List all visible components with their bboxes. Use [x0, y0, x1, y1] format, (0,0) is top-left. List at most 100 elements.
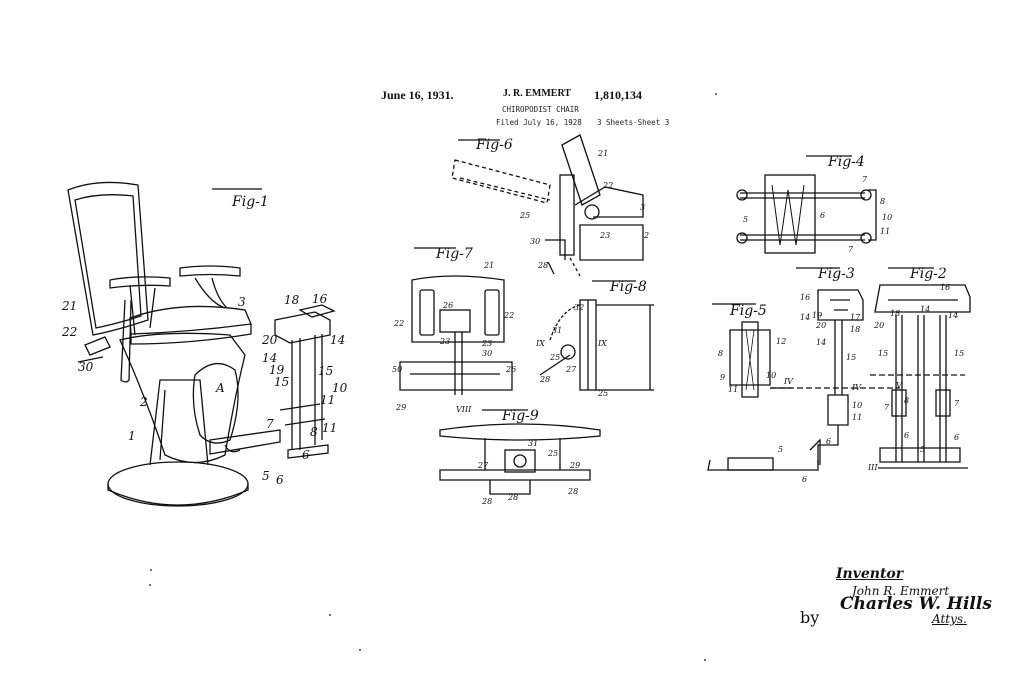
- svg-text:12: 12: [776, 337, 786, 346]
- svg-text:14: 14: [800, 313, 810, 322]
- svg-text:6: 6: [954, 433, 959, 442]
- fig9-label: Fig-9: [501, 408, 539, 424]
- svg-text:11: 11: [728, 385, 738, 394]
- svg-text:IX: IX: [597, 339, 607, 348]
- figure-4-drawing: Fig-4 7 8 10 11 5 6 7: [736, 154, 892, 254]
- attorneys-label: Attys.: [932, 612, 967, 626]
- svg-text:5: 5: [920, 445, 925, 454]
- svg-text:16: 16: [312, 292, 328, 306]
- figure-9-drawing: Fig-9 31 25 27 29 28 28 28: [439, 408, 601, 506]
- by-label: by: [800, 608, 820, 627]
- svg-text:21: 21: [61, 299, 77, 313]
- svg-text:9: 9: [720, 373, 725, 382]
- svg-text:3: 3: [238, 295, 246, 309]
- svg-text:32: 32: [574, 303, 584, 312]
- svg-text:10: 10: [332, 381, 348, 395]
- svg-text:10: 10: [766, 371, 776, 380]
- svg-text:23: 23: [599, 231, 610, 240]
- svg-text:20: 20: [261, 333, 278, 347]
- fig1-label: Fig-1: [231, 194, 269, 210]
- fig7-label: Fig-7: [435, 246, 473, 262]
- svg-text:25: 25: [597, 389, 608, 398]
- svg-text:7: 7: [884, 403, 890, 412]
- svg-text:2: 2: [643, 231, 649, 240]
- svg-text:16: 16: [800, 293, 810, 302]
- fig5-label: Fig-5: [729, 303, 767, 319]
- svg-text:7: 7: [954, 399, 960, 408]
- svg-text:6: 6: [904, 431, 909, 440]
- patent-date: June 16, 1931.: [381, 88, 454, 102]
- figure-2-drawing: Fig-2 16 18 14 14 20 15 15 V: [867, 266, 971, 472]
- svg-text:22: 22: [61, 325, 77, 339]
- svg-text:11: 11: [320, 393, 335, 407]
- figure-7-drawing: Fig-7 21 22 22 26 23 23 30 50 26 29 VIII: [392, 246, 516, 414]
- svg-text:6: 6: [826, 437, 831, 446]
- svg-text:1: 1: [128, 429, 136, 443]
- svg-text:14: 14: [816, 338, 826, 347]
- fig2-label: Fig-2: [909, 266, 947, 282]
- svg-text:8: 8: [880, 197, 885, 206]
- svg-text:28: 28: [537, 261, 548, 270]
- fig4-label: Fig-4: [827, 154, 865, 170]
- svg-text:2: 2: [139, 395, 148, 409]
- svg-text:20: 20: [873, 321, 884, 330]
- svg-text:10: 10: [852, 401, 862, 410]
- svg-text:28: 28: [481, 497, 492, 506]
- svg-text:10: 10: [882, 213, 892, 222]
- svg-text:6: 6: [820, 211, 825, 220]
- svg-text:14: 14: [948, 311, 958, 320]
- svg-text:28: 28: [507, 493, 518, 502]
- fig6-label: Fig-6: [475, 137, 513, 153]
- svg-text:28: 28: [539, 375, 550, 384]
- svg-text:23: 23: [439, 337, 450, 346]
- svg-text:7: 7: [862, 175, 868, 184]
- svg-text:27: 27: [565, 365, 577, 374]
- svg-text:19: 19: [812, 311, 822, 320]
- svg-text:25: 25: [519, 211, 530, 220]
- svg-text:22: 22: [503, 311, 514, 320]
- svg-text:22: 22: [393, 319, 404, 328]
- svg-text:27: 27: [477, 461, 489, 470]
- svg-text:17: 17: [850, 313, 861, 322]
- inventor-header: J. R. EMMERT: [503, 88, 571, 99]
- figure-3-drawing: Fig-3 16 14 19 20 17 18 14 15 IV 10: [707, 266, 900, 484]
- svg-text:16: 16: [940, 283, 950, 292]
- filed-date: Filed July 16, 1928: [496, 118, 582, 127]
- svg-text:26: 26: [442, 301, 453, 310]
- svg-text:23: 23: [481, 339, 492, 348]
- svg-text:11: 11: [852, 413, 862, 422]
- svg-text:IV: IV: [851, 383, 862, 392]
- svg-text:26: 26: [505, 365, 516, 374]
- svg-text:15: 15: [846, 353, 856, 362]
- svg-text:V: V: [896, 381, 903, 390]
- svg-text:VIII: VIII: [456, 405, 472, 414]
- svg-text:6: 6: [302, 448, 310, 462]
- svg-text:A: A: [215, 381, 225, 395]
- svg-text:15: 15: [878, 349, 888, 358]
- svg-text:21: 21: [597, 149, 608, 158]
- svg-text:30: 30: [530, 237, 540, 246]
- svg-text:19: 19: [269, 363, 285, 377]
- svg-text:30: 30: [482, 349, 492, 358]
- svg-text:29: 29: [569, 461, 580, 470]
- svg-text:5: 5: [743, 215, 748, 224]
- svg-text:III: III: [867, 463, 878, 472]
- svg-text:30: 30: [78, 360, 94, 374]
- svg-text:18: 18: [890, 309, 900, 318]
- svg-text:20: 20: [815, 321, 826, 330]
- svg-text:8: 8: [904, 396, 909, 405]
- svg-text:15: 15: [954, 349, 964, 358]
- figure-1-drawing: Fig-1: [61, 181, 348, 507]
- svg-text:22: 22: [602, 181, 613, 190]
- svg-text:7: 7: [848, 245, 854, 254]
- fig8-label: Fig-8: [609, 279, 647, 295]
- inventor-signature: John R. Emmert: [852, 584, 950, 598]
- svg-text:8: 8: [718, 349, 723, 358]
- patent-title: CHIROPODIST CHAIR: [502, 105, 579, 114]
- svg-text:50: 50: [392, 365, 402, 374]
- svg-text:28: 28: [567, 487, 578, 496]
- svg-text:6: 6: [802, 475, 807, 484]
- svg-text:5: 5: [778, 445, 783, 454]
- svg-text:IX: IX: [535, 339, 545, 348]
